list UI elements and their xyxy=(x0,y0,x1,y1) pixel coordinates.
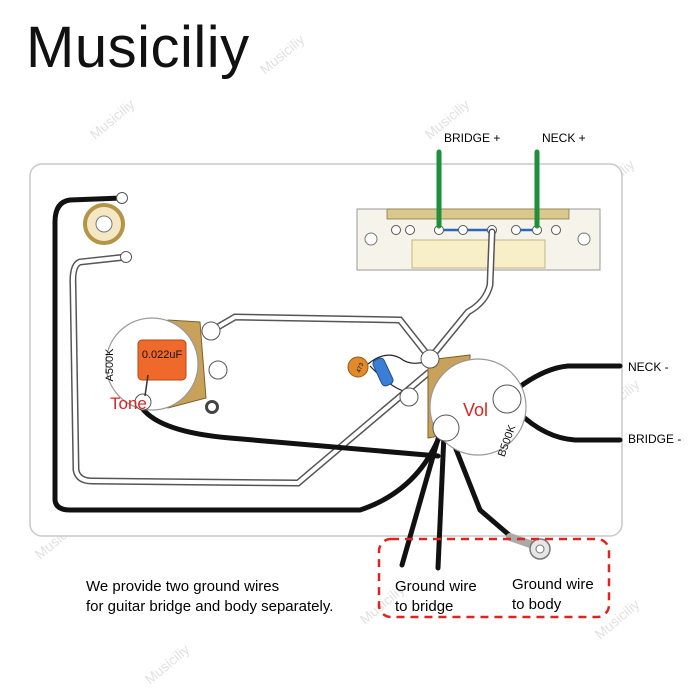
ground-callout-box xyxy=(377,537,611,619)
output-jack xyxy=(83,192,132,263)
ground-bridge-label: Ground wire to bridge xyxy=(395,577,477,617)
ground-note: We provide two ground wires for guitar b… xyxy=(86,577,333,617)
white-wires xyxy=(69,228,496,487)
ground-body-line1: Ground wire xyxy=(512,576,594,593)
brand-logo: Musiciliy xyxy=(26,15,250,80)
vol-pot-name: Vol xyxy=(463,400,488,420)
watermark-text: Musiciliy xyxy=(257,31,308,77)
tone-pot-value: A500K xyxy=(104,348,116,382)
ground-bridge-line2: to bridge xyxy=(395,598,454,615)
ground-body-line2: to body xyxy=(512,596,562,613)
ground-note-line2: for guitar bridge and body separately. xyxy=(86,598,334,615)
watermark-text: Musiciliy xyxy=(142,641,193,687)
ground-lug xyxy=(506,533,551,560)
small-cap-value: 473 xyxy=(356,362,365,374)
bridge-minus-label: BRIDGE - xyxy=(628,432,682,446)
bridge-plus-label: BRIDGE + xyxy=(444,131,501,145)
tone-pot-name: Tone xyxy=(110,394,147,413)
neck-minus-label: NECK - xyxy=(628,360,669,374)
ground-note-line1: We provide two ground wires xyxy=(86,578,280,595)
watermark-text: Musiciliy xyxy=(592,596,643,642)
tone-cap-value: 0.022uF xyxy=(142,349,183,361)
neck-plus-label: NECK + xyxy=(542,131,586,145)
ground-body-label: Ground wire to body xyxy=(512,575,594,615)
pickup-switch xyxy=(356,208,601,271)
ground-bridge-line1: Ground wire xyxy=(395,578,477,595)
watermark-text: Musiciliy xyxy=(87,96,138,142)
tone-pot: A500K Tone 0.022uF xyxy=(104,317,228,414)
